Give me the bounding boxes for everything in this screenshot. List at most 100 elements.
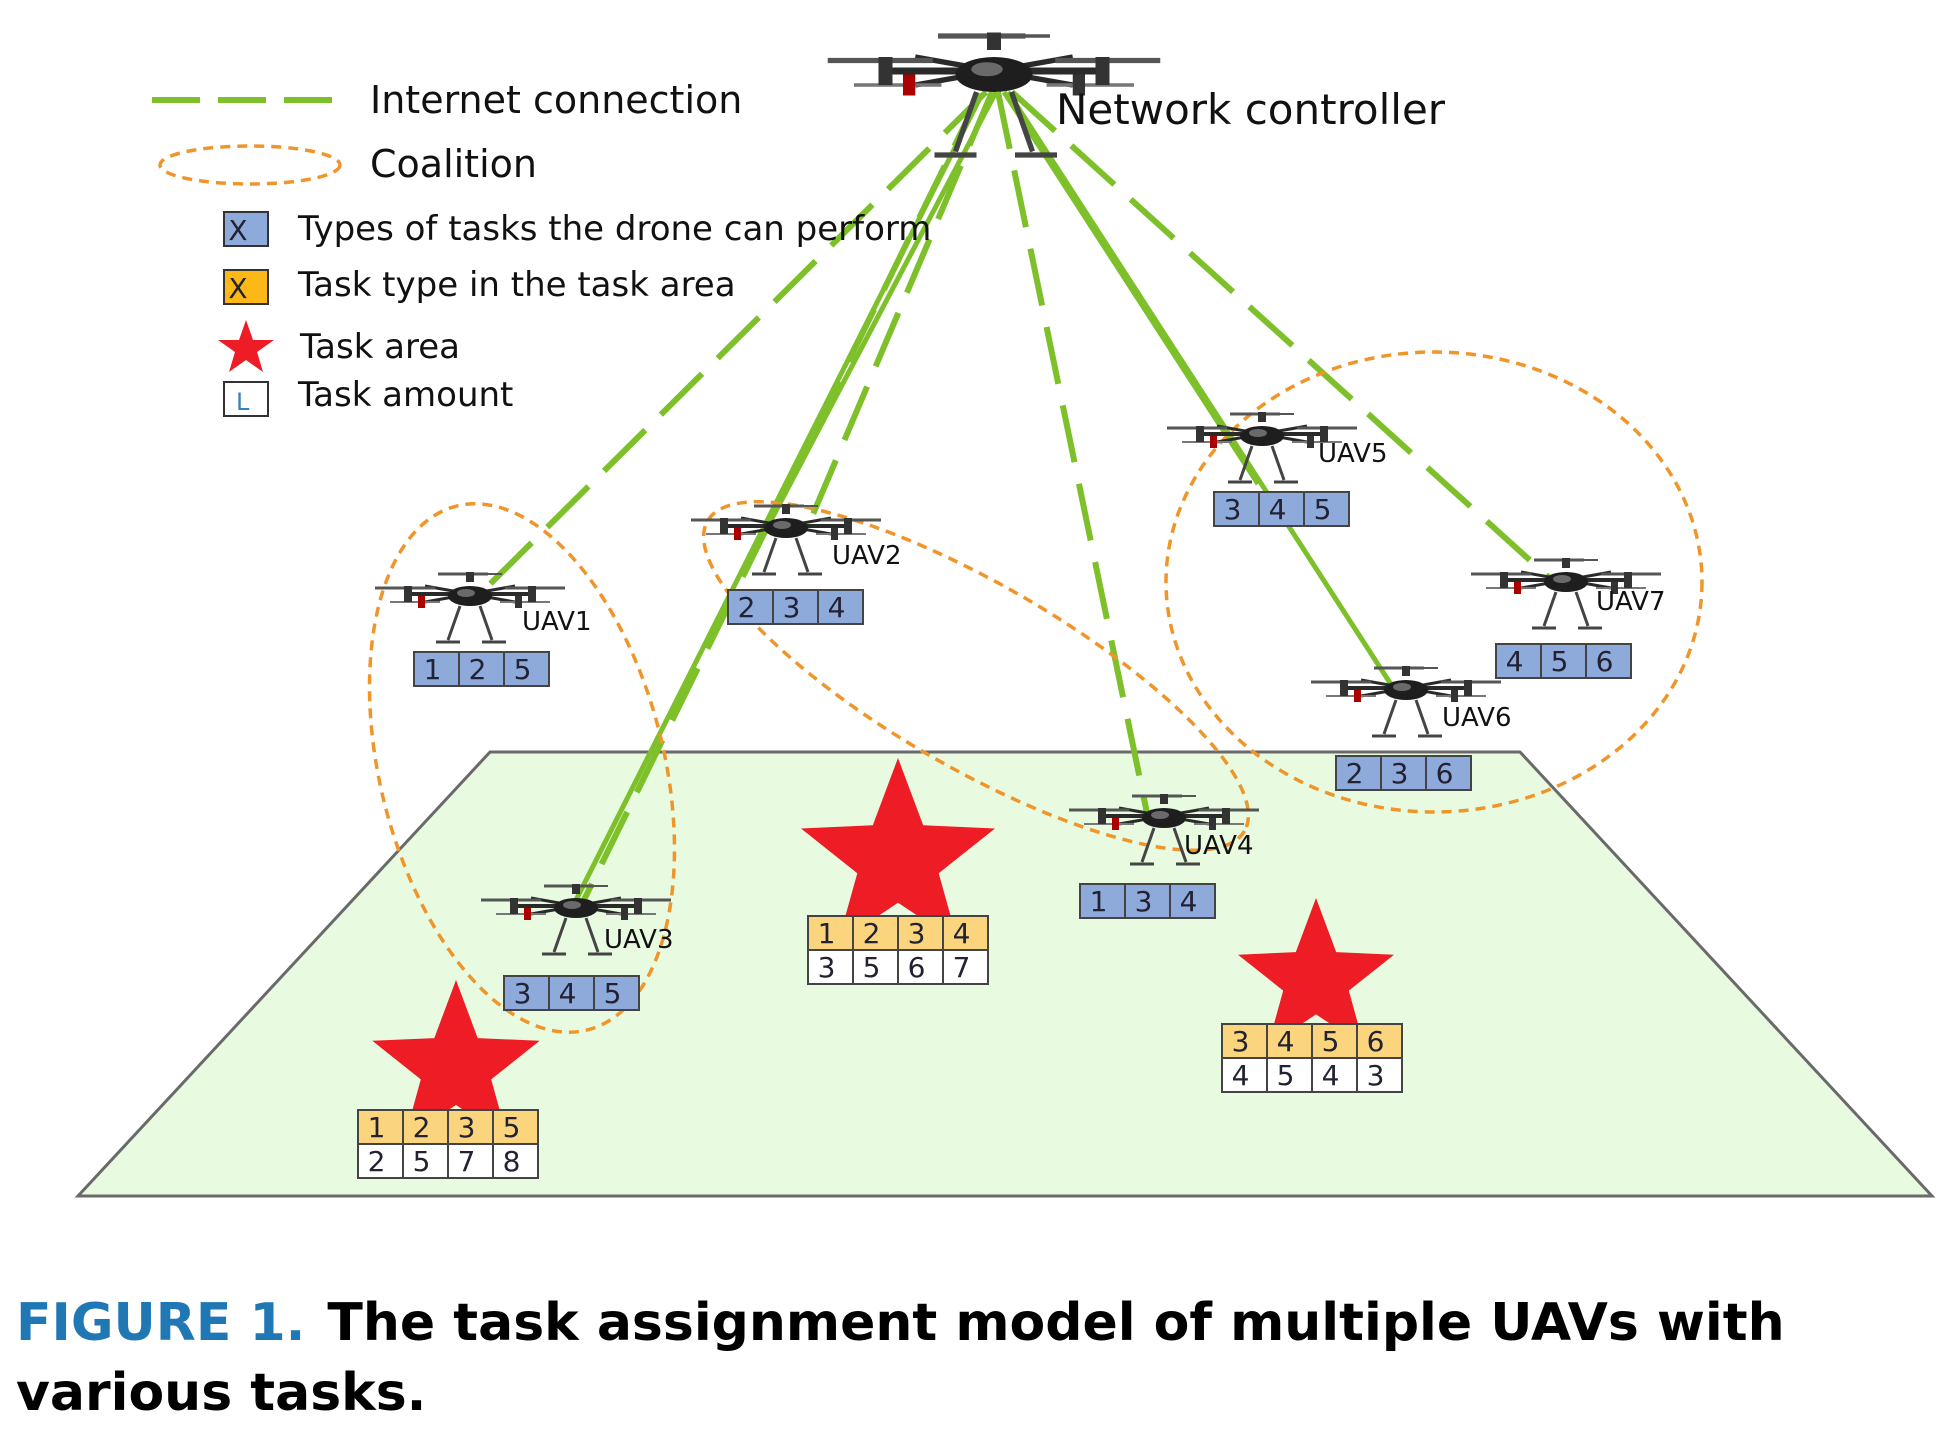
area-task-amount-value: 4: [1322, 1059, 1340, 1092]
area-task-amount-cell: [447, 1143, 494, 1179]
area-task-amount-value: 3: [818, 951, 836, 984]
legend-drone-task-label: Types of tasks the drone can perform: [297, 209, 931, 249]
uav-task-cell: [548, 975, 595, 1011]
area-task-amount-value: 7: [458, 1145, 476, 1178]
area-task-amount-cell: [1356, 1057, 1403, 1093]
uav-task-cell: [1169, 883, 1216, 919]
uav-task-cell: [1495, 643, 1542, 679]
uav-label: UAV7: [1596, 587, 1665, 617]
uav-task-value: 3: [1224, 493, 1242, 526]
legend-amount-swatch: [223, 381, 269, 417]
link-uav6: [1005, 90, 1395, 688]
area-task-amount-value: 5: [1277, 1059, 1295, 1092]
uav-task-cell: [1585, 643, 1632, 679]
area-task-type-value: 4: [953, 917, 971, 950]
uav-label: UAV6: [1442, 703, 1511, 733]
area-task-amount-cell: [942, 949, 989, 985]
uav-task-cell: [727, 589, 774, 625]
legend-drone-task-swatch: [223, 211, 269, 247]
legend-coalition-label: Coalition: [370, 142, 537, 186]
area-task-type-value: 2: [863, 917, 881, 950]
uav-task-cell: [413, 651, 460, 687]
uav-label: UAV5: [1318, 439, 1387, 469]
link-uav4: [995, 91, 1151, 819]
uav-task-value: 4: [828, 591, 846, 624]
uav-task-cell: [1540, 643, 1587, 679]
area-task-amount-value: 6: [908, 951, 926, 984]
area-task-type-value: 2: [413, 1111, 431, 1144]
area-task-amount-value: 3: [1367, 1059, 1385, 1092]
uav-task-value: 4: [1180, 885, 1198, 918]
area-task-type-value: 1: [368, 1111, 386, 1144]
area-task-amount-cell: [492, 1143, 539, 1179]
uav-label: UAV2: [832, 541, 901, 571]
network-controller: Network controller: [828, 33, 1446, 156]
area-task-amount-value: 5: [863, 951, 881, 984]
uav-task-value: 5: [1314, 493, 1332, 526]
coalition-3: [1164, 350, 1704, 814]
coalition-1: [367, 502, 677, 1034]
figure-caption-text: The task assignment model of multiple UA…: [16, 1293, 1785, 1423]
uav-task-value: 4: [559, 977, 577, 1010]
uav-task-value: 3: [783, 591, 801, 624]
uav-task-value: 4: [1269, 493, 1287, 526]
legend-star-icon: [218, 320, 274, 372]
uav-label: UAV1: [522, 607, 591, 637]
area-task-type-value: 5: [1322, 1025, 1340, 1058]
figure-caption: FIGURE 1.The task assignment model of mu…: [16, 1288, 1936, 1428]
area-task-amount-cell: [357, 1143, 404, 1179]
task-area-stars: [372, 758, 1394, 1140]
uav-task-cell: [1335, 755, 1382, 791]
uav-task-value: 6: [1436, 757, 1454, 790]
legend-connection-label: Internet connection: [370, 78, 742, 122]
ground-plane: [74, 750, 1936, 1198]
uav-task-value: 2: [469, 653, 487, 686]
uav-task-value: 5: [604, 977, 622, 1010]
area-task-type-value: 6: [1367, 1025, 1385, 1058]
area-task-amount-cell: [1221, 1057, 1268, 1093]
legend: Internet connection Coalition X Types of…: [152, 78, 931, 417]
controller-label: Network controller: [1056, 85, 1446, 134]
uav-task-cell: [1124, 883, 1171, 919]
legend-amount-symbol: L: [236, 388, 250, 416]
task-area-star-icon: [801, 758, 995, 943]
area-task-amount-value: 5: [413, 1145, 431, 1178]
area-task-type-value: 3: [908, 917, 926, 950]
uav-task-value: 4: [1506, 645, 1524, 678]
area-task-type-value: 1: [818, 917, 836, 950]
area-task-amount-value: 7: [953, 951, 971, 984]
area-task-type-cell: [492, 1109, 539, 1145]
uav-task-value: 5: [514, 653, 532, 686]
link-uav2-a: [765, 90, 999, 528]
uav-task-cell: [1425, 755, 1472, 791]
uav-task-cell: [503, 975, 550, 1011]
legend-coalition-swatch: [158, 144, 342, 186]
uav-task-value: 3: [1135, 885, 1153, 918]
uav-task-cell: [772, 589, 819, 625]
area-task-type-value: 5: [503, 1111, 521, 1144]
uav-task-cell: [1380, 755, 1427, 791]
task-area-star-icon: [1238, 898, 1394, 1047]
area-task-type-cell: [942, 915, 989, 951]
uav-task-value: 5: [1551, 645, 1569, 678]
link-uav1: [475, 89, 989, 599]
uav-task-cell: [1258, 491, 1305, 527]
area-task-type-value: 4: [1277, 1025, 1295, 1058]
legend-area-task-symbol: X: [228, 272, 247, 305]
uav-task-value: 2: [1346, 757, 1364, 790]
area-task-type-cell: [357, 1109, 404, 1145]
uav-task-value: 2: [738, 591, 756, 624]
area-task-amount-value: 8: [503, 1145, 521, 1178]
link-uav7: [1009, 89, 1557, 585]
uav-task-value: 6: [1596, 645, 1614, 678]
task-area-star-icon: [372, 980, 540, 1140]
uav-label: UAV3: [604, 925, 673, 955]
